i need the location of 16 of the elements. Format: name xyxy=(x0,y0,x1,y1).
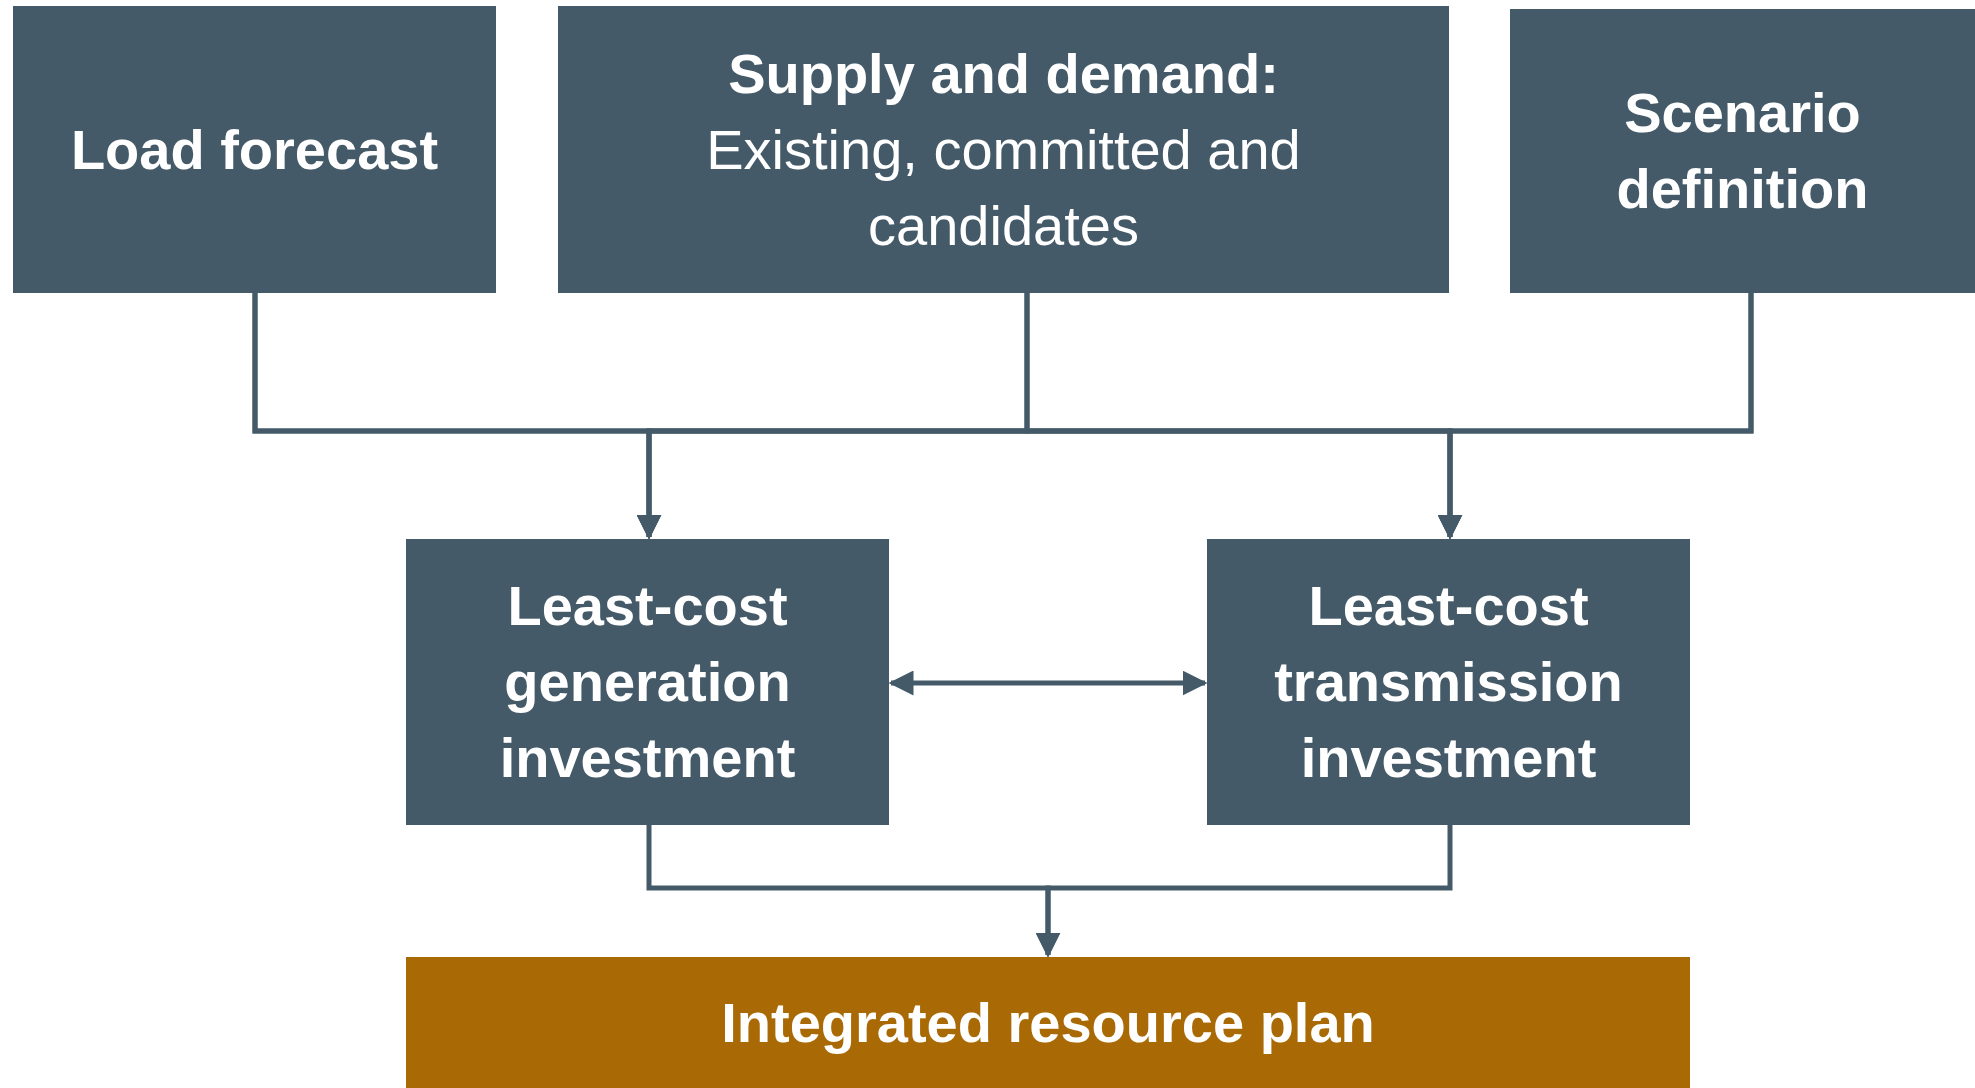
process-box xyxy=(1207,539,1690,825)
connector-arrow xyxy=(1437,293,1754,540)
connector-arrow xyxy=(888,670,1208,696)
box-title: Least-cost transmission investment xyxy=(1273,573,1624,791)
box-title: Supply and demand: xyxy=(728,40,1279,107)
box-title: Integrated resource plan xyxy=(721,989,1375,1056)
process-box xyxy=(406,957,1690,1088)
process-box xyxy=(406,539,889,825)
box-title: Load forecast xyxy=(70,116,439,183)
process-box xyxy=(1510,9,1975,293)
connector-arrow xyxy=(1035,825,1453,958)
process-box xyxy=(558,6,1449,293)
box-title: Scenario definition xyxy=(1615,80,1870,222)
process-box xyxy=(13,6,496,293)
box-title: Least-cost generation investment xyxy=(498,573,797,791)
box-body: Existing, committed and candidates xyxy=(705,116,1302,259)
